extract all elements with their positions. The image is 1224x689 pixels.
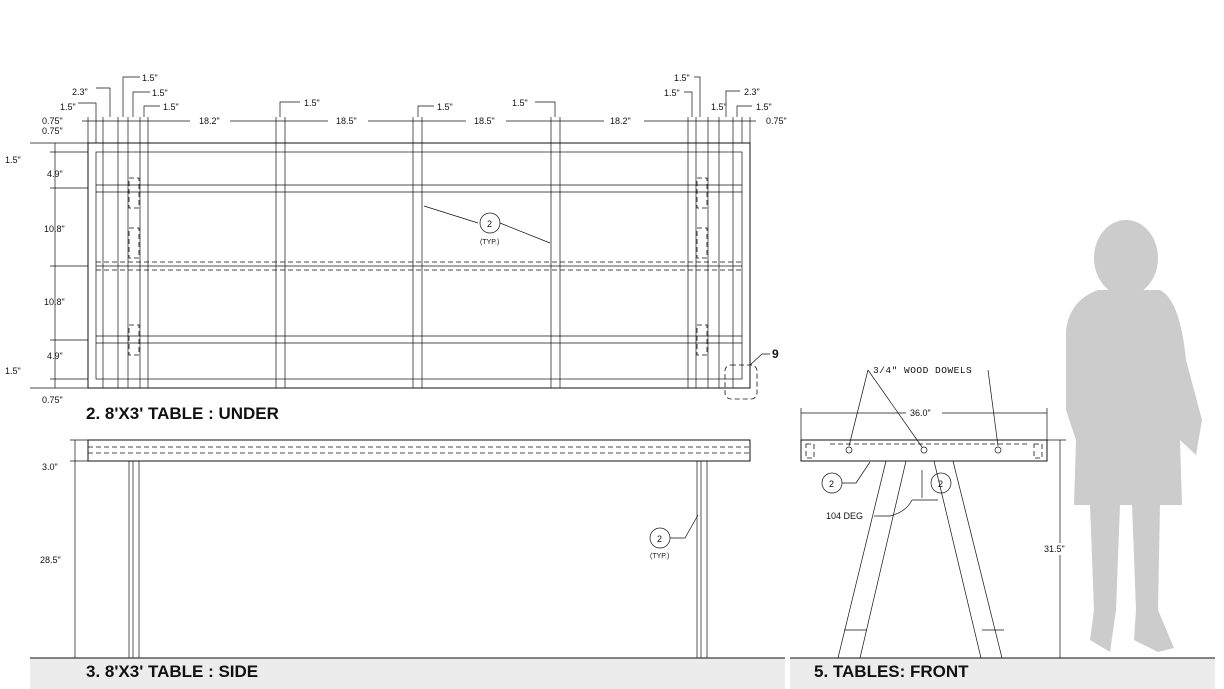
side-view: 3.0" 28.5" 2 (TYP.) 3. 8'X3' TABLE : SID… bbox=[40, 439, 751, 681]
dim-span-4: 18.2" bbox=[610, 116, 631, 126]
dim-left-5: 1.5" bbox=[163, 102, 179, 112]
front-callout-1-num: 2 bbox=[829, 479, 834, 489]
callout-note: (TYP.) bbox=[480, 239, 499, 246]
dim-left-2: 2.3" bbox=[72, 87, 88, 97]
front-view: 3/4" WOOD DOWELS 36.0" 31.5" 2 2 104 DEG… bbox=[800, 365, 1074, 681]
dim-mid-1: 1.5" bbox=[437, 102, 453, 112]
front-callout-2 bbox=[930, 472, 952, 494]
dim-left-1: 1.5" bbox=[60, 102, 76, 112]
dim-side-2: 4.9" bbox=[47, 169, 63, 179]
front-callout-2-num: 2 bbox=[938, 479, 943, 489]
dim-right-2: 2.3" bbox=[744, 87, 760, 97]
dim-mid-2: 1.5" bbox=[512, 98, 528, 108]
dim-side-3: 10.8" bbox=[44, 224, 65, 234]
dim-side-0: 0.75" bbox=[42, 126, 63, 136]
front-note: 3/4" WOOD DOWELS bbox=[873, 365, 972, 376]
ground-hatch bbox=[30, 657, 1215, 689]
dim-span-1: 18.2" bbox=[199, 116, 220, 126]
dim-span-3: 18.5" bbox=[474, 116, 495, 126]
front-height-dim: 31.5" bbox=[1044, 544, 1065, 554]
front-title: 5. TABLES: FRONT bbox=[814, 662, 969, 681]
dim-side-4: 10.8" bbox=[44, 297, 65, 307]
dim-right-5: 0.75" bbox=[766, 116, 787, 126]
dim-right-1: 1.5" bbox=[664, 88, 680, 98]
side-dim-top: 3.0" bbox=[42, 462, 58, 472]
dim-right-0: 1.5" bbox=[674, 73, 690, 83]
front-angle: 104 DEG bbox=[826, 511, 863, 521]
under-title: 2. 8'X3' TABLE : UNDER bbox=[86, 404, 279, 423]
dim-span-2: 18.5" bbox=[336, 116, 357, 126]
side-title: 3. 8'X3' TABLE : SIDE bbox=[86, 662, 258, 681]
under-view: 18.2" 18.5" 18.5" 18.2" 0.75" 1.5" 2.3" … bbox=[5, 73, 787, 423]
dim-side-6: 1.5" bbox=[5, 366, 21, 376]
dim-side-1: 1.5" bbox=[5, 155, 21, 165]
human-scale-figure bbox=[1066, 220, 1202, 652]
dim-right-4: 1.5" bbox=[756, 102, 772, 112]
side-callout-note: (TYP.) bbox=[650, 553, 669, 560]
detail-tag: 9 bbox=[772, 347, 779, 361]
dim-left-3: 1.5" bbox=[142, 73, 158, 83]
callout-circle bbox=[479, 212, 501, 234]
dim-side-7: 0.75" bbox=[42, 395, 63, 405]
front-width-dim: 36.0" bbox=[910, 408, 931, 418]
dim-left-4: 1.5" bbox=[152, 88, 168, 98]
side-dim-leg: 28.5" bbox=[40, 555, 61, 565]
dim-mid-0: 1.5" bbox=[304, 98, 320, 108]
callout-number: 2 bbox=[487, 219, 492, 229]
dim-right-3: 1.5" bbox=[711, 102, 727, 112]
detail-marker bbox=[724, 364, 758, 400]
dim-side-5: 4.9" bbox=[47, 351, 63, 361]
dim-left-0: 0.75" bbox=[42, 116, 63, 126]
side-callout-number: 2 bbox=[657, 534, 662, 544]
